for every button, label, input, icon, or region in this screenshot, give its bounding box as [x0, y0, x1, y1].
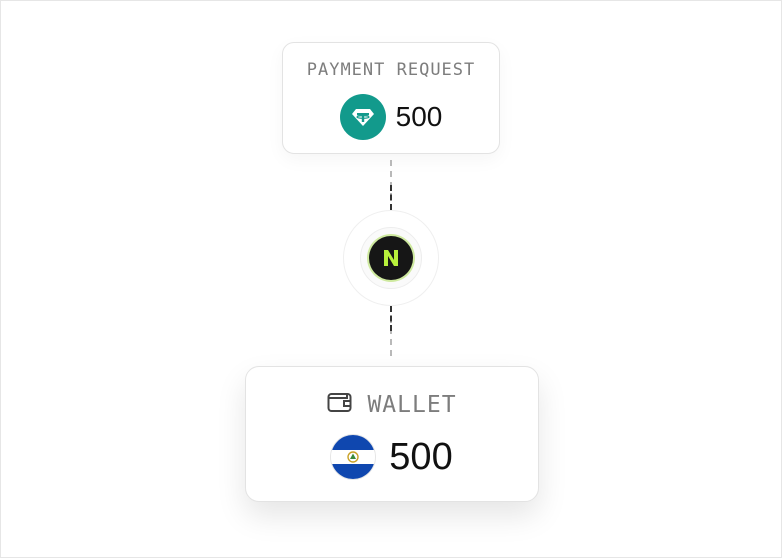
- wallet-amount: 500: [389, 435, 453, 478]
- wallet-amount-row: 500: [246, 433, 538, 481]
- connector-bottom: [390, 306, 392, 356]
- wallet-title-row: WALLET: [246, 391, 538, 418]
- payment-request-card[interactable]: PAYMENT REQUEST 500: [282, 42, 500, 154]
- connector-top-dark: [390, 185, 392, 210]
- flag-glyph: [331, 435, 376, 479]
- wallet-title: WALLET: [367, 391, 457, 418]
- payment-request-title: PAYMENT REQUEST: [306, 60, 476, 80]
- n-logo-glyph: [384, 250, 398, 266]
- payment-request-amount-row: 500: [283, 93, 499, 141]
- wallet-card[interactable]: WALLET 500: [245, 366, 539, 502]
- payment-request-amount: 500: [395, 101, 443, 132]
- wallet-icon: [327, 391, 353, 418]
- n-logo-icon[interactable]: [369, 236, 413, 280]
- tether-glyph: [351, 109, 374, 126]
- wallet-glyph: [327, 393, 352, 412]
- connector-bottom-dark: [390, 306, 392, 331]
- el-salvador-flag-icon: [331, 435, 376, 479]
- tether-icon: [339, 94, 386, 140]
